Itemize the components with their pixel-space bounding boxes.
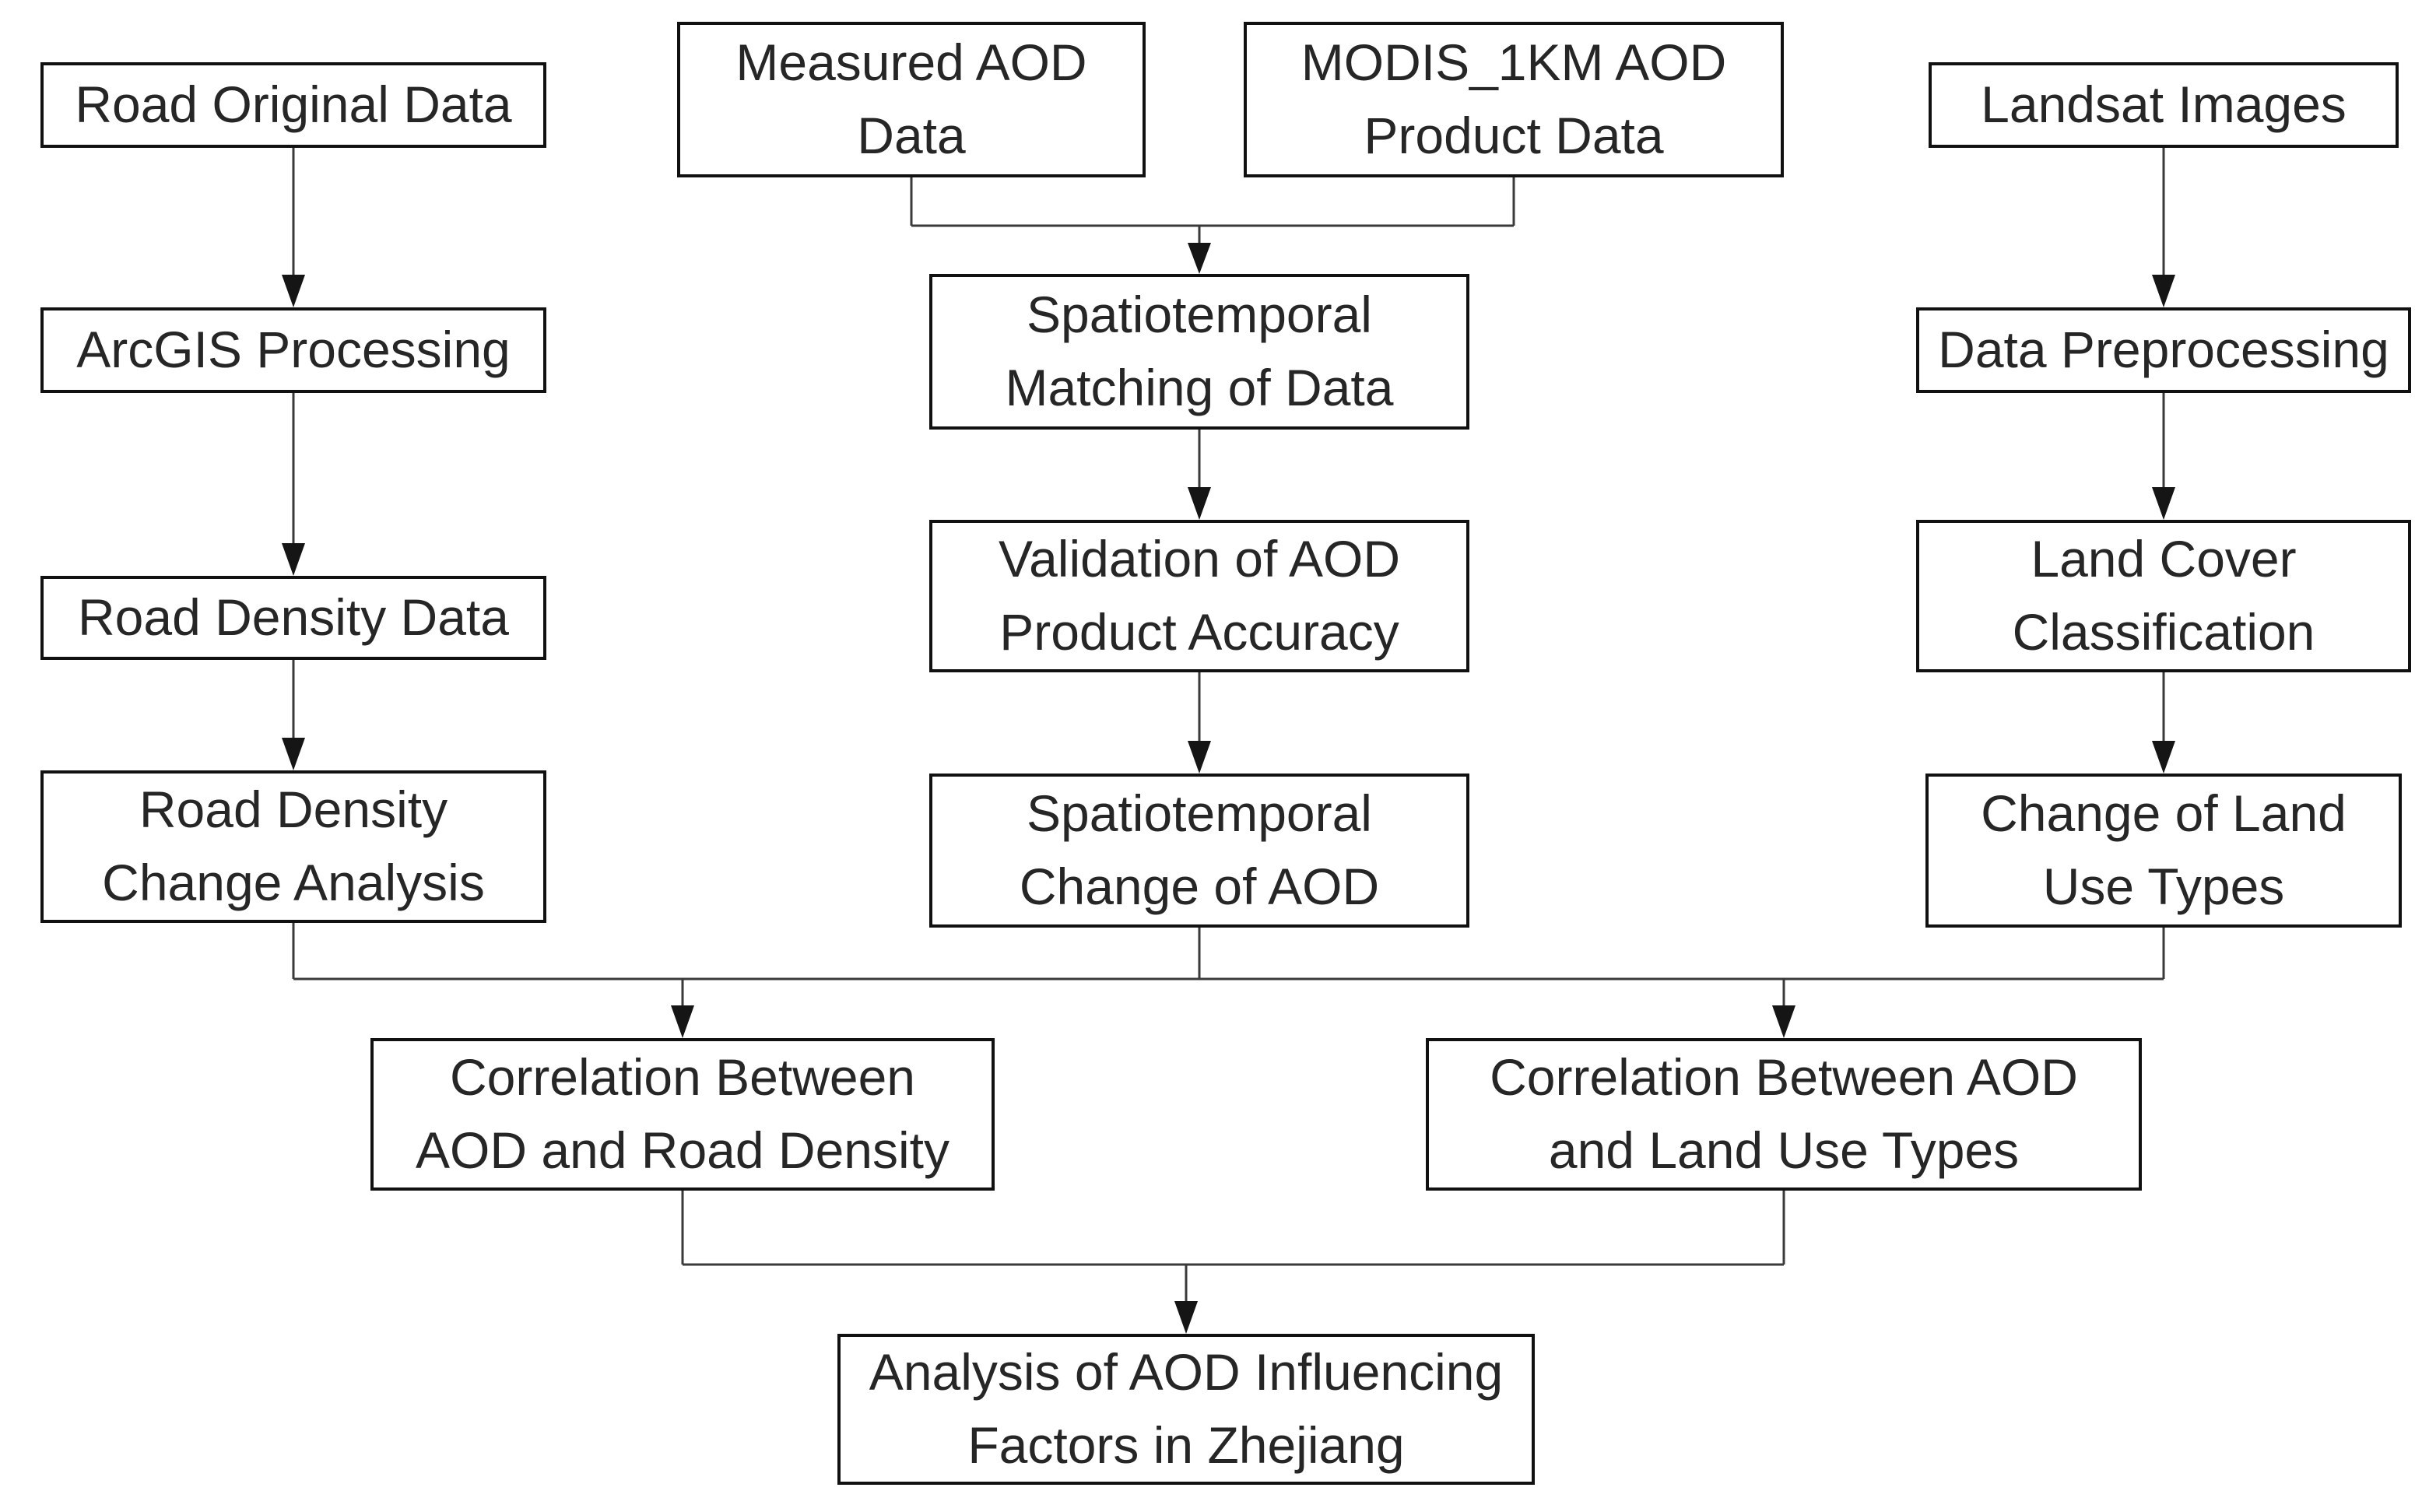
node-road-density-change-analysis: Road Density Change Analysis	[40, 770, 546, 923]
node-spatiotemporal-matching: Spatiotemporal Matching of Data	[929, 274, 1469, 430]
node-change-of-land-use-types: Change of Land Use Types	[1925, 774, 2402, 928]
edge-validation-to-st-change	[1188, 672, 1211, 774]
node-correlation-aod-land-use-types: Correlation Between AOD and Land Use Typ…	[1426, 1038, 2142, 1191]
node-landsat-images: Landsat Images	[1929, 62, 2399, 148]
node-validation-aod-accuracy: Validation of AOD Product Accuracy	[929, 520, 1469, 672]
node-analysis-aod-influencing-factors: Analysis of AOD Influencing Factors in Z…	[837, 1334, 1535, 1485]
node-land-cover-classification: Land Cover Classification	[1916, 520, 2411, 672]
merge-row-2	[681, 1191, 1785, 1334]
node-modis-1km-aod-product-data: MODIS_1KM AOD Product Data	[1244, 22, 1784, 177]
edge-arcgis-to-road-density	[282, 393, 305, 576]
edge-landsat-to-preprocessing	[2152, 148, 2175, 307]
node-road-original-data: Road Original Data	[40, 62, 546, 148]
edge-landcover-to-landuse-change	[2152, 672, 2175, 774]
edge-matching-to-validation	[1188, 430, 1211, 520]
edge-preprocessing-to-landcover	[2152, 393, 2175, 520]
node-measured-aod-data: Measured AOD Data	[677, 22, 1146, 177]
node-spatiotemporal-change-aod: Spatiotemporal Change of AOD	[929, 774, 1469, 928]
edge-road-original-to-arcgis	[282, 148, 305, 307]
node-data-preprocessing: Data Preprocessing	[1916, 307, 2411, 393]
edge-road-density-to-change	[282, 660, 305, 770]
edge-aod-sources-to-matching	[910, 177, 1515, 274]
node-arcgis-processing: ArcGIS Processing	[40, 307, 546, 393]
node-road-density-data: Road Density Data	[40, 576, 546, 660]
merge-row-1	[292, 923, 2165, 1038]
node-correlation-aod-road-density: Correlation Between AOD and Road Density	[370, 1038, 995, 1191]
